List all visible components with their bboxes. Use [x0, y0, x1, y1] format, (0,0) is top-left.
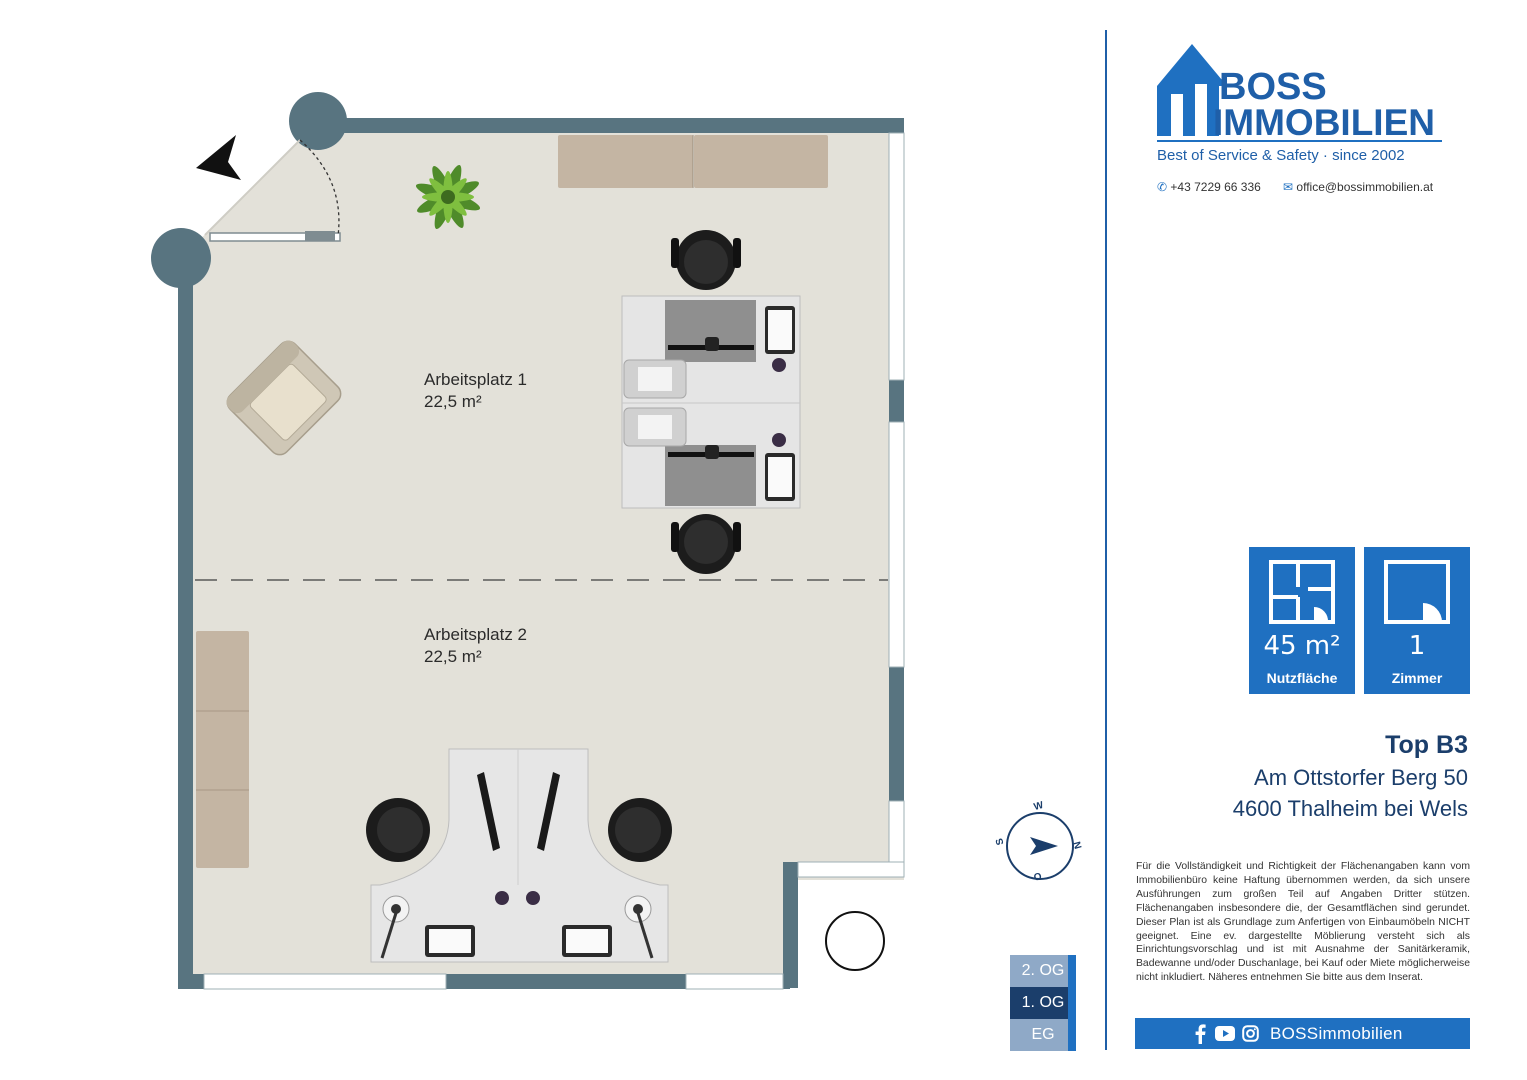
instagram-icon[interactable] — [1242, 1025, 1259, 1042]
social-handle[interactable]: BOSSimmobilien — [1270, 1024, 1403, 1043]
email-icon: ✉ — [1283, 180, 1294, 194]
brand-logo: BOSS IMMOBILIEN — [1157, 44, 1447, 144]
desk-bottom — [370, 748, 669, 963]
stat-tile-nutzflaeche: 45 m² Nutzfläche — [1249, 547, 1355, 694]
listing-title: Top B3 — [1385, 731, 1468, 759]
phone-icon: ✆ — [1157, 180, 1168, 194]
social-bar[interactable]: BOSSimmobilien — [1135, 1018, 1470, 1049]
brand-name-line1: BOSS — [1219, 66, 1327, 108]
contact-email[interactable]: ✉ office@bossimmobilien.at — [1283, 180, 1434, 194]
floor-button-2og[interactable]: 2. OG — [1010, 955, 1076, 987]
column — [151, 228, 211, 288]
room-area: 22,5 m² — [424, 392, 482, 411]
contact-phone[interactable]: ✆ +43 7229 66 336 — [1157, 180, 1261, 194]
floor-selector-accent — [1068, 955, 1076, 1051]
room-name: Arbeitsplatz 2 — [424, 625, 527, 644]
room-label-arbeitsplatz-2: Arbeitsplatz 2 22,5 m² — [424, 624, 527, 668]
sidebar-divider — [1105, 30, 1107, 1050]
house-logo-icon — [1157, 44, 1227, 136]
windows — [203, 132, 905, 990]
sideboard-left — [196, 631, 249, 868]
brand-name-line2: IMMOBILIEN — [1213, 102, 1435, 143]
listing-city: 4600 Thalheim bei Wels — [1232, 796, 1468, 821]
compass-icon — [1006, 812, 1074, 880]
office-chair — [671, 230, 741, 290]
listing-street: Am Ottstorfer Berg 50 — [1254, 765, 1468, 790]
room-name: Arbeitsplatz 1 — [424, 370, 527, 389]
column — [289, 92, 347, 150]
armchair — [226, 340, 342, 456]
stat-tile-zimmer: 1 Zimmer — [1364, 547, 1470, 694]
floor-button-eg[interactable]: EG — [1010, 1019, 1076, 1051]
stat-value: 1 — [1408, 631, 1426, 661]
floor-button-1og[interactable]: 1. OG — [1010, 987, 1076, 1019]
desk-cluster-right — [621, 295, 801, 509]
stat-value: 45 m² — [1263, 631, 1341, 661]
floorplan-icon — [1269, 560, 1335, 624]
office-chair — [366, 798, 430, 862]
brand-tagline: Best of Service & Safety · since 2002 — [1157, 147, 1405, 164]
sideboard — [558, 135, 828, 188]
logo-underline — [1157, 140, 1442, 142]
column-outline — [825, 911, 885, 971]
office-chair — [671, 514, 741, 574]
floor-plan — [151, 92, 1074, 990]
youtube-icon[interactable] — [1215, 1026, 1235, 1041]
office-chair — [608, 798, 672, 862]
stat-label: Zimmer — [1391, 670, 1443, 686]
disclaimer-text: Für die Vollständigkeit und Richtigkeit … — [1136, 861, 1470, 984]
entry-arrow-icon — [196, 135, 241, 180]
entrance-door[interactable] — [209, 139, 341, 242]
facebook-icon[interactable] — [1194, 1024, 1206, 1044]
room-icon — [1384, 560, 1450, 624]
room-label-arbeitsplatz-1: Arbeitsplatz 1 22,5 m² — [424, 369, 527, 413]
room-area: 22,5 m² — [424, 647, 482, 666]
plant-icon — [415, 164, 481, 230]
stat-label: Nutzfläche — [1266, 670, 1338, 686]
